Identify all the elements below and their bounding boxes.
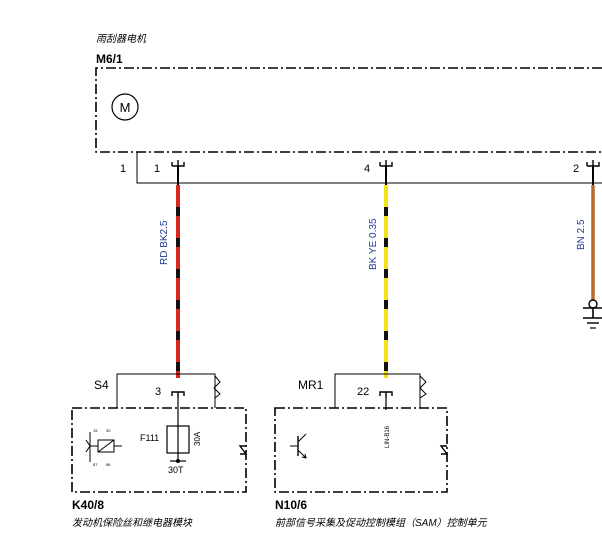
motor-pin-1-terminal-icon	[171, 160, 185, 167]
motor-connector-number: 1	[120, 163, 126, 175]
fuse-id-label: F111	[140, 433, 159, 443]
sam-connector-break-icon	[419, 375, 427, 399]
fuse-module-name: 发动机保险丝和继电器模块	[72, 517, 193, 529]
motor-subtitle: 雨刮器电机	[96, 33, 147, 45]
sam-module-break-icon	[439, 445, 449, 455]
motor-pin-1-label: 1	[154, 163, 160, 175]
sam-connector: MR1	[298, 378, 324, 392]
wire-bk-ye[interactable]: BK YE 0.35	[368, 166, 388, 378]
relay-terminal-30: 30	[106, 428, 111, 433]
fuse-module-connector-outline	[116, 373, 216, 408]
wire-bk-ye-spec: BK YE 0.35	[368, 218, 379, 270]
relay-terminal-87: 87	[93, 462, 98, 467]
fuse-terminal-label: 30T	[168, 465, 184, 475]
transistor-icon	[290, 433, 307, 459]
motor-code: M6/1	[96, 52, 123, 66]
fuse-rating-label: 30A	[193, 431, 202, 446]
sam-module-code: N10/6	[275, 498, 307, 512]
wire-bn-spec: BN 2.5	[576, 219, 587, 250]
motor-connector-outline	[136, 152, 602, 184]
sam-module-name: 前部信号采集及促动控制模组（SAM）控制单元	[275, 517, 488, 529]
motor-symbol-icon	[111, 93, 139, 121]
sam-connector-outline	[334, 373, 421, 408]
fuse-module-housing	[71, 407, 247, 493]
sam-pin-terminal-icon	[379, 391, 393, 398]
relay-icon: 15 30 87 86	[85, 428, 122, 467]
motor-pin-4-label: 4	[364, 163, 370, 175]
sam-bus-label: LIN-B16	[385, 425, 391, 448]
motor-pin-4-terminal-icon	[379, 160, 393, 167]
motor-pin-2-label: 2	[573, 163, 579, 175]
wiper-motor-component: 雨刮器电机 M6/1 M 1 1 4 2	[95, 33, 602, 184]
sam-pin-label: 22	[357, 386, 369, 398]
ground-icon	[583, 299, 602, 329]
sam-control-unit: MR1 22 LIN-B16 N10/6 前部信号采集及促动控制模组（SAM）控…	[274, 373, 488, 529]
wire-bn[interactable]: BN 2.5	[576, 166, 602, 329]
fuse-module-pin-label: 3	[155, 386, 161, 398]
fuse-module-pin-terminal-icon	[171, 391, 185, 398]
fuse-connector-break-icon	[213, 375, 221, 399]
fuse-module-code: K40/8	[72, 498, 104, 512]
motor-pin-2-terminal-icon	[586, 160, 600, 167]
fuse-relay-module: S4 3 15 30 87 86 F111 30A 30T	[71, 373, 248, 529]
wire-rd-bk-spec: RD BK2.5	[159, 220, 170, 265]
fuse-module-connector: S4	[94, 378, 109, 392]
fuse-module-break-icon	[238, 445, 248, 455]
motor-symbol-letter: M	[120, 100, 131, 115]
sam-module-housing	[274, 407, 448, 493]
relay-terminal-15: 15	[93, 428, 98, 433]
wire-rd-bk[interactable]: RD BK2.5	[159, 166, 180, 378]
relay-terminal-86: 86	[106, 462, 111, 467]
motor-housing-outline	[95, 67, 602, 153]
